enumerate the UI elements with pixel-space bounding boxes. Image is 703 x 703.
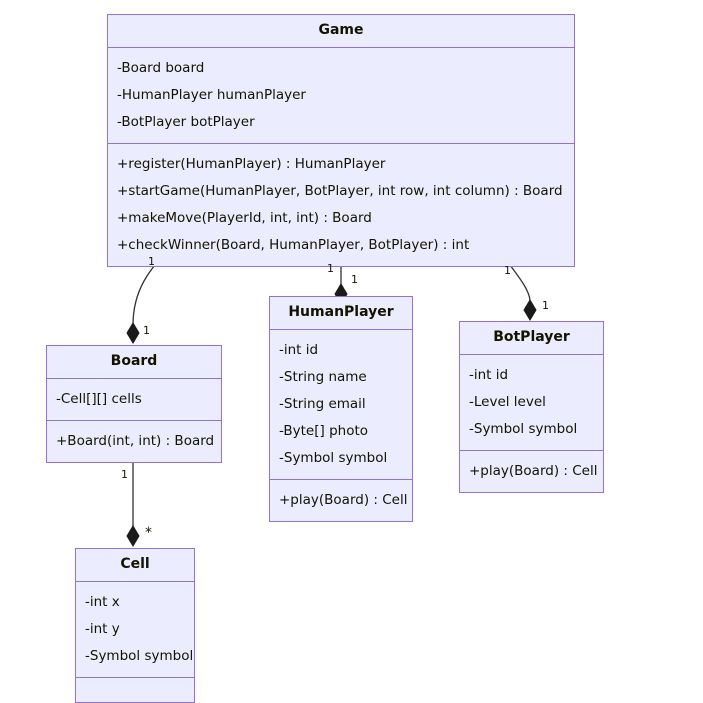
methods-section-botplayer: +play(Board) : Cell xyxy=(460,451,603,492)
class-box-board[interactable]: Board -Cell[][] cells +Board(int, int) :… xyxy=(46,345,222,463)
attribute-row: -Symbol symbol xyxy=(279,450,388,466)
method-row: +play(Board) : Cell xyxy=(279,492,408,508)
multiplicity-game-board-target: 1 xyxy=(143,324,150,337)
class-name-humanplayer: HumanPlayer xyxy=(270,297,412,330)
attribute-row: -int x xyxy=(85,594,120,610)
multiplicity-board-cell-target: * xyxy=(145,525,152,541)
multiplicity-game-botplayer-source: 1 xyxy=(504,264,511,277)
class-name-botplayer: BotPlayer xyxy=(460,322,603,355)
attribute-row: -Cell[][] cells xyxy=(56,391,142,407)
composition-diamond-botplayer xyxy=(523,299,537,321)
attribute-row: -Board board xyxy=(117,60,205,76)
methods-section-game: +register(HumanPlayer) : HumanPlayer +st… xyxy=(108,144,574,266)
composition-diamond-cell xyxy=(126,525,140,547)
class-name-cell: Cell xyxy=(76,549,194,582)
method-row: +Board(int, int) : Board xyxy=(56,433,215,449)
attribute-row: -Symbol symbol xyxy=(85,648,194,664)
method-row: +register(HumanPlayer) : HumanPlayer xyxy=(117,156,386,172)
attribute-row: -BotPlayer botPlayer xyxy=(117,114,255,130)
attribute-row: -Level level xyxy=(469,394,546,410)
attribute-row: -int y xyxy=(85,621,120,637)
multiplicity-game-board-source: 1 xyxy=(148,255,155,268)
methods-section-cell xyxy=(76,678,194,702)
attribute-row: -HumanPlayer humanPlayer xyxy=(117,87,306,103)
class-box-game[interactable]: Game -Board board -HumanPlayer humanPlay… xyxy=(107,14,575,267)
class-diagram-canvas: Game -Board board -HumanPlayer humanPlay… xyxy=(46,14,604,703)
methods-section-humanplayer: +play(Board) : Cell xyxy=(270,480,412,521)
method-row: +play(Board) : Cell xyxy=(469,463,598,479)
attribute-row: -String email xyxy=(279,396,366,412)
class-box-cell[interactable]: Cell -int x -int y -Symbol symbol xyxy=(75,548,195,703)
attribute-row: -Byte[] photo xyxy=(279,423,369,439)
attributes-section-game: -Board board -HumanPlayer humanPlayer -B… xyxy=(108,48,574,144)
multiplicity-game-botplayer-target: 1 xyxy=(542,299,549,312)
methods-section-board: +Board(int, int) : Board xyxy=(47,421,221,462)
attribute-row: -int id xyxy=(469,367,509,383)
class-box-humanplayer[interactable]: HumanPlayer -int id -String name -String… xyxy=(269,296,413,522)
multiplicity-board-cell-source: 1 xyxy=(121,468,128,481)
attributes-section-botplayer: -int id -Level level -Symbol symbol xyxy=(460,355,603,451)
composition-diamond-board xyxy=(126,322,140,344)
attributes-section-board: -Cell[][] cells xyxy=(47,379,221,421)
attribute-row: -int id xyxy=(279,342,319,358)
method-row: +checkWinner(Board, HumanPlayer, BotPlay… xyxy=(117,237,470,253)
class-name-board: Board xyxy=(47,346,221,379)
class-name-game: Game xyxy=(108,15,574,48)
attributes-section-cell: -int x -int y -Symbol symbol xyxy=(76,582,194,678)
class-box-botplayer[interactable]: BotPlayer -int id -Level level -Symbol s… xyxy=(459,321,604,493)
method-row: +startGame(HumanPlayer, BotPlayer, int r… xyxy=(117,183,563,199)
attribute-row: -String name xyxy=(279,369,367,385)
multiplicity-game-humanplayer-target: 1 xyxy=(351,273,358,286)
method-row: +makeMove(PlayerId, int, int) : Board xyxy=(117,210,372,226)
attributes-section-humanplayer: -int id -String name -String email -Byte… xyxy=(270,330,412,480)
attribute-row: -Symbol symbol xyxy=(469,421,578,437)
multiplicity-game-humanplayer-source: 1 xyxy=(327,262,334,275)
